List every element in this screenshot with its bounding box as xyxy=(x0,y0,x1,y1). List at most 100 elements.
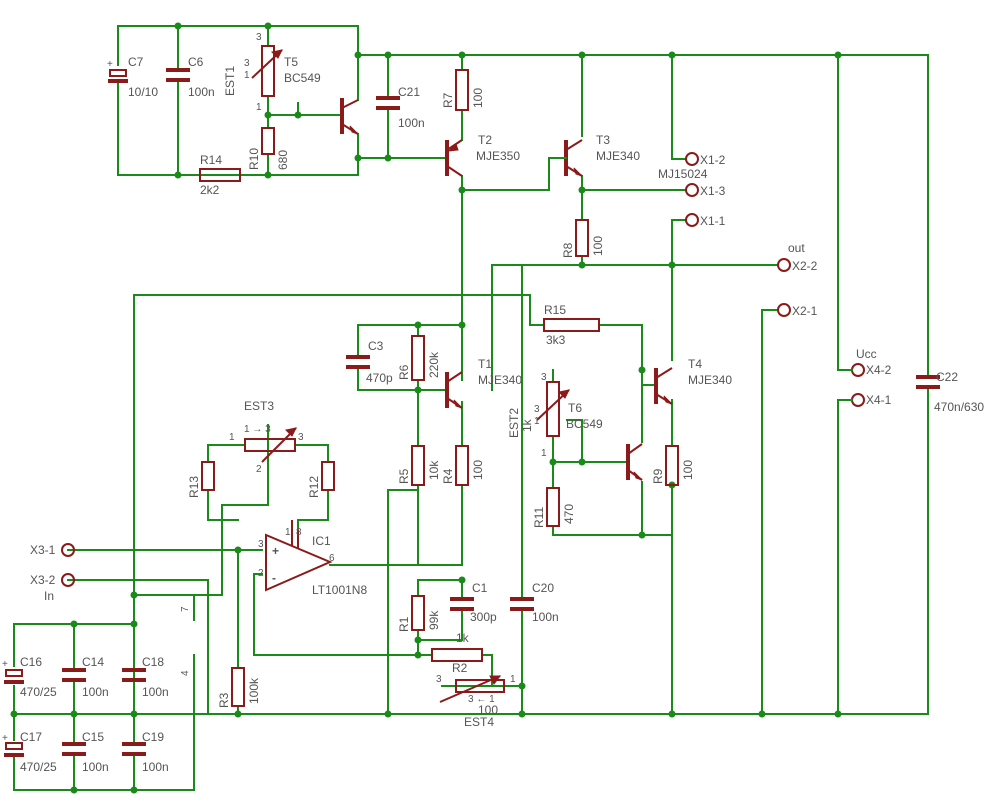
svg-text:100n: 100n xyxy=(142,760,169,774)
svg-text:R10: R10 xyxy=(247,148,261,170)
svg-text:100n: 100n xyxy=(82,760,109,774)
svg-text:T3: T3 xyxy=(596,133,610,147)
svg-text:out: out xyxy=(788,241,805,255)
svg-text:C1: C1 xyxy=(472,581,488,595)
capacitor-c16: + C16 470/25 xyxy=(2,655,57,699)
svg-text:C19: C19 xyxy=(142,730,164,744)
capacitor-c20: C20 100n xyxy=(510,581,559,624)
svg-text:100k: 100k xyxy=(247,677,261,704)
svg-text:BC549: BC549 xyxy=(566,417,603,431)
svg-text:T6: T6 xyxy=(568,401,582,415)
svg-text:MJE340: MJE340 xyxy=(478,373,522,387)
svg-text:-: - xyxy=(272,571,276,585)
resistor-r12: R12 xyxy=(307,461,335,498)
svg-text:X3-2: X3-2 xyxy=(30,573,56,587)
svg-text:C6: C6 xyxy=(188,55,204,69)
svg-text:2k2: 2k2 xyxy=(200,183,220,197)
svg-text:X4-1: X4-1 xyxy=(866,393,892,407)
transistor-t2: T2 MJE350 xyxy=(445,133,520,177)
svg-text:1: 1 xyxy=(541,448,547,459)
pin-7-label: 7 xyxy=(180,606,191,612)
svg-text:1: 1 xyxy=(534,416,540,427)
svg-text:470/25: 470/25 xyxy=(20,760,57,774)
connector-x3-1[interactable]: X3-1 xyxy=(30,543,75,557)
connector-x2-1[interactable]: X2-1 xyxy=(777,303,818,318)
capacitor-c19: C19 100n xyxy=(122,730,169,774)
capacitor-c18: C18 100n xyxy=(122,655,169,699)
connector-x4-1[interactable]: X4-1 xyxy=(837,393,892,407)
svg-text:3: 3 xyxy=(258,539,264,550)
svg-text:1: 1 xyxy=(510,674,516,685)
svg-text:2: 2 xyxy=(258,568,264,579)
resistor-r11: R11 470 xyxy=(532,487,576,528)
connector-x2-2[interactable]: X2-2 out xyxy=(777,241,818,273)
capacitor-c14: C14 100n xyxy=(62,655,109,699)
resistor-r4: R4 100 xyxy=(441,445,485,486)
opamp-ic1: + - 3 2 6 1 8 IC1 LT1001N8 xyxy=(258,520,367,597)
svg-text:100: 100 xyxy=(471,460,485,480)
svg-text:3: 3 xyxy=(298,432,304,443)
svg-text:100: 100 xyxy=(478,703,498,717)
svg-text:8: 8 xyxy=(296,527,302,538)
svg-text:C20: C20 xyxy=(532,581,554,595)
svg-text:R2: R2 xyxy=(452,661,468,675)
svg-text:R15: R15 xyxy=(544,303,566,317)
connector-x1-2[interactable]: X1-2 xyxy=(685,152,726,167)
svg-text:C14: C14 xyxy=(82,655,104,669)
svg-text:R1: R1 xyxy=(397,616,411,632)
svg-text:470n/630: 470n/630 xyxy=(934,400,984,414)
svg-text:C18: C18 xyxy=(142,655,164,669)
connector-x1-1[interactable]: X1-1 xyxy=(685,213,726,228)
svg-text:100: 100 xyxy=(681,460,695,480)
svg-text:1: 1 xyxy=(256,102,262,113)
svg-text:3: 3 xyxy=(541,372,547,383)
capacitor-c6: C6 100n xyxy=(166,55,215,99)
capacitor-c1: C1 300p xyxy=(450,581,497,624)
trimmer-est3: 1 3 2 1 → 3 EST3 xyxy=(229,399,304,475)
wires xyxy=(13,25,929,791)
svg-text:3 ← 1: 3 ← 1 xyxy=(468,694,495,705)
resistor-r6: R6 220k xyxy=(397,335,441,381)
capacitor-c7: + C7 10/10 xyxy=(107,55,158,99)
svg-text:R3: R3 xyxy=(217,692,231,708)
svg-text:+: + xyxy=(107,59,113,70)
capacitor-c21: C21 100n xyxy=(376,85,425,130)
svg-text:3: 3 xyxy=(534,404,540,415)
connector-x3-2[interactable]: X3-2 In xyxy=(30,573,75,603)
svg-text:3: 3 xyxy=(256,32,262,43)
svg-text:X1-3: X1-3 xyxy=(700,184,726,198)
svg-text:1: 1 xyxy=(285,527,291,538)
svg-text:T2: T2 xyxy=(478,133,492,147)
svg-text:C7: C7 xyxy=(128,55,144,69)
resistor-r9: R9 100 xyxy=(651,445,695,486)
svg-text:+: + xyxy=(2,659,8,670)
svg-text:100n: 100n xyxy=(82,685,109,699)
svg-text:1 → 3: 1 → 3 xyxy=(244,424,271,435)
svg-text:EST1: EST1 xyxy=(223,66,237,96)
resistor-r1: R1 99k xyxy=(397,595,441,632)
trimmer-est2: 3 1 1 3 EST2 1k xyxy=(507,372,570,459)
resistor-r13: R13 xyxy=(187,461,215,498)
capacitor-c22: C22 470n/630 xyxy=(916,370,984,414)
svg-text:3: 3 xyxy=(436,674,442,685)
svg-text:C3: C3 xyxy=(368,339,384,353)
svg-text:C16: C16 xyxy=(20,655,42,669)
svg-text:MJE340: MJE340 xyxy=(688,373,732,387)
svg-text:10k: 10k xyxy=(427,460,441,480)
connector-x1-3[interactable]: X1-3 xyxy=(685,183,726,198)
mj15024-label: MJ15024 xyxy=(658,167,708,181)
transistor-t6: T6 BC549 xyxy=(566,401,643,481)
svg-text:EST2: EST2 xyxy=(507,408,521,438)
capacitor-c17: + C17 470/25 xyxy=(2,730,57,774)
svg-text:99k: 99k xyxy=(427,610,441,630)
svg-text:100n: 100n xyxy=(188,85,215,99)
svg-text:R14: R14 xyxy=(200,153,222,167)
svg-text:MJE340: MJE340 xyxy=(596,149,640,163)
svg-text:300p: 300p xyxy=(470,610,497,624)
svg-text:470/25: 470/25 xyxy=(20,685,57,699)
svg-text:C22: C22 xyxy=(936,370,958,384)
svg-text:R4: R4 xyxy=(441,468,455,484)
resistor-r2: 1k R2 xyxy=(431,631,483,675)
connector-x4-2[interactable]: X4-2 Ucc xyxy=(837,347,892,377)
